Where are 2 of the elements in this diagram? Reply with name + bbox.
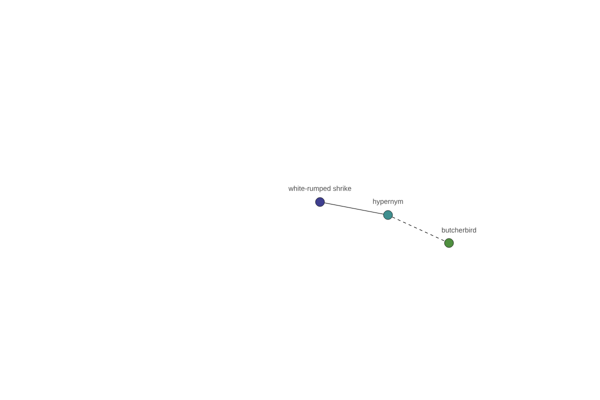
connector-line	[324, 202, 384, 214]
connector-line	[392, 216, 445, 242]
